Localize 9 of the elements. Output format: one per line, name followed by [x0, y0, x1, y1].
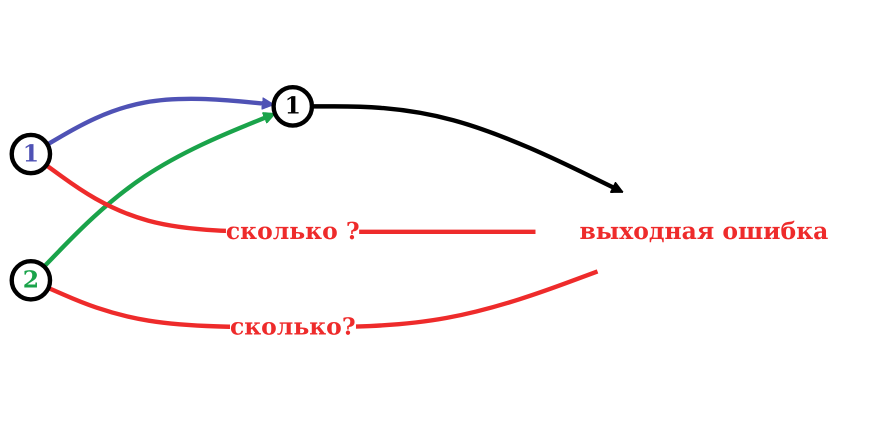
node-text: выходная ошибка — [579, 217, 828, 246]
arrow — [46, 96, 274, 146]
edge-label: сколько ? — [226, 217, 360, 246]
edge-label: сколько? — [230, 312, 356, 340]
arrow — [42, 112, 276, 268]
arrow — [312, 104, 624, 193]
node-circle: 1 — [271, 85, 314, 128]
node-circle: 1 — [10, 132, 52, 176]
node-circle: 2 — [10, 258, 52, 302]
